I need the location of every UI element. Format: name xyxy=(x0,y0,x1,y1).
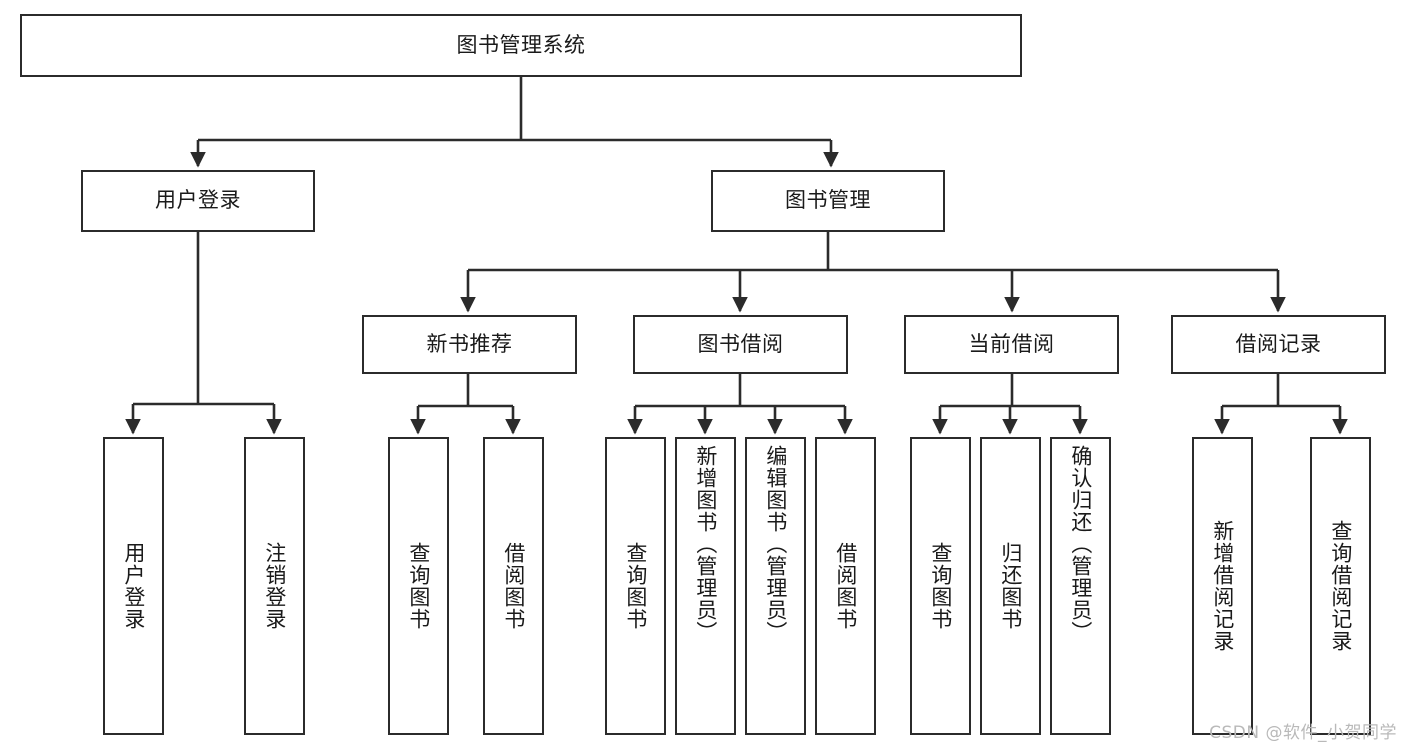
leaf-current-confirm-return-admin[interactable]: 确认归还（管理员） xyxy=(1050,437,1111,735)
node-label: 图书借阅 xyxy=(697,331,784,356)
node-label: 用户登录 xyxy=(155,188,241,213)
leaf-label: 归还图书 xyxy=(998,542,1023,630)
node-book-management[interactable]: 图书管理 xyxy=(711,170,945,232)
node-label: 图书管理 xyxy=(785,188,871,213)
leaf-user-login-login[interactable]: 用户登录 xyxy=(103,437,164,735)
leaf-label: 借阅图书 xyxy=(833,542,858,630)
leaf-label: 查询图书 xyxy=(406,542,431,630)
leaf-label: 编辑图书（管理员） xyxy=(763,445,788,643)
node-user-login[interactable]: 用户登录 xyxy=(81,170,315,232)
leaf-borrow-add-book-admin[interactable]: 新增图书（管理员） xyxy=(675,437,736,735)
leaf-label: 查询图书 xyxy=(623,542,648,630)
node-root-system[interactable]: 图书管理系统 xyxy=(20,14,1022,77)
leaf-recommend-query-book[interactable]: 查询图书 xyxy=(388,437,449,735)
leaf-label: 用户登录 xyxy=(121,542,146,630)
node-label: 图书管理系统 xyxy=(456,32,586,57)
node-book-borrow[interactable]: 图书借阅 xyxy=(633,315,848,374)
leaf-label: 确认归还（管理员） xyxy=(1068,445,1093,643)
leaf-borrow-query-book[interactable]: 查询图书 xyxy=(605,437,666,735)
leaf-user-login-logout[interactable]: 注销登录 xyxy=(244,437,305,735)
node-label: 当前借阅 xyxy=(968,331,1055,356)
leaf-borrow-edit-book-admin[interactable]: 编辑图书（管理员） xyxy=(745,437,806,735)
leaf-label: 新增借阅记录 xyxy=(1210,520,1235,652)
leaf-current-query-book[interactable]: 查询图书 xyxy=(910,437,971,735)
leaf-record-query-record[interactable]: 查询借阅记录 xyxy=(1310,437,1371,735)
leaf-current-return-book[interactable]: 归还图书 xyxy=(980,437,1041,735)
node-label: 借阅记录 xyxy=(1235,331,1322,356)
node-label: 新书推荐 xyxy=(426,331,513,356)
leaf-record-add-record[interactable]: 新增借阅记录 xyxy=(1192,437,1253,735)
node-new-book-recommend[interactable]: 新书推荐 xyxy=(362,315,577,374)
node-borrow-record[interactable]: 借阅记录 xyxy=(1171,315,1386,374)
leaf-label: 查询借阅记录 xyxy=(1328,520,1353,652)
leaf-label: 注销登录 xyxy=(262,542,287,630)
leaf-recommend-borrow-book[interactable]: 借阅图书 xyxy=(483,437,544,735)
leaf-label: 查询图书 xyxy=(928,542,953,630)
node-current-borrow[interactable]: 当前借阅 xyxy=(904,315,1119,374)
leaf-borrow-borrow-book[interactable]: 借阅图书 xyxy=(815,437,876,735)
csdn-watermark: CSDN @软件_小贺同学 xyxy=(1209,723,1397,743)
leaf-label: 新增图书（管理员） xyxy=(693,445,718,643)
leaf-label: 借阅图书 xyxy=(501,542,526,630)
